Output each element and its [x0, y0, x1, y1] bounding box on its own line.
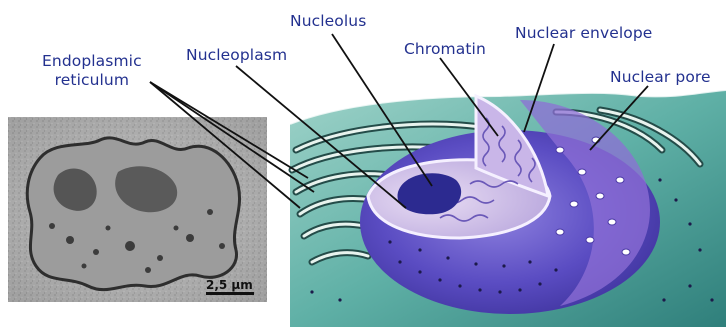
label-chromatin: Chromatin: [404, 40, 486, 59]
label-nucleolus: Nucleolus: [290, 12, 366, 31]
electron-micrograph: [8, 117, 267, 302]
label-nuclear-envelope: Nuclear envelope: [515, 24, 652, 43]
label-endoplasmic-line1: Endoplasmic: [42, 52, 142, 71]
label-nuclear-pore: Nuclear pore: [610, 68, 711, 87]
scale-bar-label: 2,5 µm: [206, 278, 253, 292]
label-nucleoplasm: Nucleoplasm: [186, 46, 287, 65]
label-endoplasmic-line2: reticulum: [42, 71, 142, 90]
nucleus-illustration: [290, 90, 726, 327]
label-endoplasmic-reticulum: Endoplasmic reticulum: [42, 52, 142, 90]
scale-bar: [206, 292, 254, 295]
